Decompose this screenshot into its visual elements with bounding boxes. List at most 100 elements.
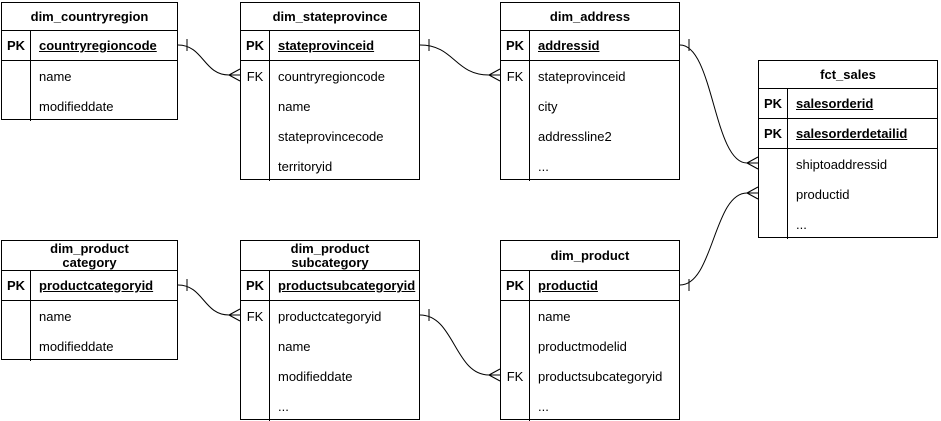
key-cell-empty: [501, 331, 530, 361]
key-label-fk: FK: [501, 61, 530, 91]
table-title-dim_address[interactable]: dim_address: [501, 3, 679, 31]
table-title-line: subcategory: [291, 254, 369, 270]
field-name: productmodelid: [538, 338, 627, 354]
relationship-dim_productsubcategory-dim_product[interactable]: [419, 314, 490, 376]
field-name: modifieddate: [39, 338, 114, 354]
cardinality-many-crows-foot-icon: [228, 308, 241, 322]
key-cell-empty: [2, 91, 31, 121]
field-row-dim_product-productid[interactable]: PK productid: [501, 271, 679, 301]
key-cell-empty: [241, 331, 270, 361]
field-row-dim_productcategory-name[interactable]: name: [2, 301, 177, 331]
key-cell-empty: [2, 331, 31, 361]
key-cell-empty: [241, 121, 270, 151]
key-label-pk: PK: [2, 31, 31, 60]
table-title-fct_sales[interactable]: fct_sales: [759, 61, 937, 89]
key-label-pk: PK: [759, 89, 788, 118]
table-title-dim_product[interactable]: dim_product: [501, 241, 679, 271]
field-name: modifieddate: [278, 368, 353, 384]
key-cell-empty: [759, 179, 788, 209]
field-row-dim_product-productsubcategoryid[interactable]: FK productsubcategoryid: [501, 361, 679, 391]
relationship-dim_address-fct_sales[interactable]: [679, 44, 748, 164]
field-row-dim_countryregion-name[interactable]: name: [2, 61, 177, 91]
field-row-dim_productsubcategory-more[interactable]: ...: [241, 391, 419, 421]
field-row-dim_productsubcategory-productcategoryid[interactable]: FK productcategoryid: [241, 301, 419, 331]
key-cell-empty: [2, 301, 31, 331]
field-row-dim_productsubcategory-modifieddate[interactable]: modifieddate: [241, 361, 419, 391]
field-name: productid: [538, 278, 598, 293]
key-label-fk: FK: [241, 301, 270, 331]
field-row-fct_sales-shiptoaddressid[interactable]: shiptoaddressid: [759, 149, 937, 179]
field-row-dim_address-more[interactable]: ...: [501, 151, 679, 181]
field-row-dim_productcategory-modifieddate[interactable]: modifieddate: [2, 331, 177, 361]
relationship-dim_productcategory-dim_productsubcategory[interactable]: [177, 284, 230, 316]
field-row-fct_sales-productid[interactable]: productid: [759, 179, 937, 209]
key-cell-empty: [241, 91, 270, 121]
field-name: name: [278, 338, 311, 354]
key-cell-empty: [501, 151, 530, 181]
key-cell-empty: [759, 149, 788, 179]
relationship-dim_product-fct_sales[interactable]: [679, 192, 748, 286]
table-title-dim_countryregion[interactable]: dim_countryregion: [2, 3, 177, 31]
relationship-dim_countryregion-dim_stateprovince[interactable]: [177, 44, 230, 76]
key-cell-empty: [501, 121, 530, 151]
field-row-dim_product-productmodelid[interactable]: productmodelid: [501, 331, 679, 361]
cardinality-many-crows-foot-icon: [488, 68, 501, 82]
field-row-dim_address-addressline2[interactable]: addressline2: [501, 121, 679, 151]
key-label-pk: PK: [241, 31, 270, 60]
field-row-dim_productsubcategory-name[interactable]: name: [241, 331, 419, 361]
field-name: ...: [796, 216, 807, 232]
field-name: productsubcategoryid: [538, 368, 663, 384]
field-name: modifieddate: [39, 98, 114, 114]
field-row-fct_sales-more[interactable]: ...: [759, 209, 937, 239]
key-label-fk: FK: [501, 361, 530, 391]
key-cell-empty: [2, 61, 31, 91]
field-row-dim_countryregion-countryregioncode[interactable]: PK countryregioncode: [2, 31, 177, 61]
field-name: addressline2: [538, 128, 612, 144]
field-row-dim_product-name[interactable]: name: [501, 301, 679, 331]
table-title-dim_stateprovince[interactable]: dim_stateprovince: [241, 3, 419, 31]
field-name: shiptoaddressid: [796, 156, 888, 172]
key-cell-empty: [501, 91, 530, 121]
field-row-dim_address-city[interactable]: city: [501, 91, 679, 121]
field-name: productcategoryid: [278, 308, 382, 324]
field-name: ...: [538, 398, 549, 414]
field-name: city: [538, 98, 558, 114]
field-name: ...: [278, 398, 289, 414]
key-cell-empty: [501, 391, 530, 421]
field-name: productsubcategoryid: [278, 278, 416, 293]
field-name: name: [39, 68, 72, 84]
table-title-line: dim_countryregion: [30, 8, 149, 24]
field-row-dim_stateprovince-name[interactable]: name: [241, 91, 419, 121]
key-label-fk: FK: [241, 61, 270, 91]
table-title-line: dim_product: [290, 240, 370, 256]
field-name: name: [278, 98, 311, 114]
field-name: addressid: [538, 38, 600, 53]
field-row-dim_stateprovince-territoryid[interactable]: territoryid: [241, 151, 419, 181]
cardinality-many-crows-foot-icon: [488, 368, 501, 382]
key-label-pk: PK: [501, 271, 530, 300]
field-row-dim_product-more[interactable]: ...: [501, 391, 679, 421]
field-row-dim_stateprovince-stateprovincecode[interactable]: stateprovincecode: [241, 121, 419, 151]
field-name: countryregioncode: [39, 38, 157, 53]
field-row-dim_countryregion-modifieddate[interactable]: modifieddate: [2, 91, 177, 121]
field-name: territoryid: [278, 158, 333, 174]
